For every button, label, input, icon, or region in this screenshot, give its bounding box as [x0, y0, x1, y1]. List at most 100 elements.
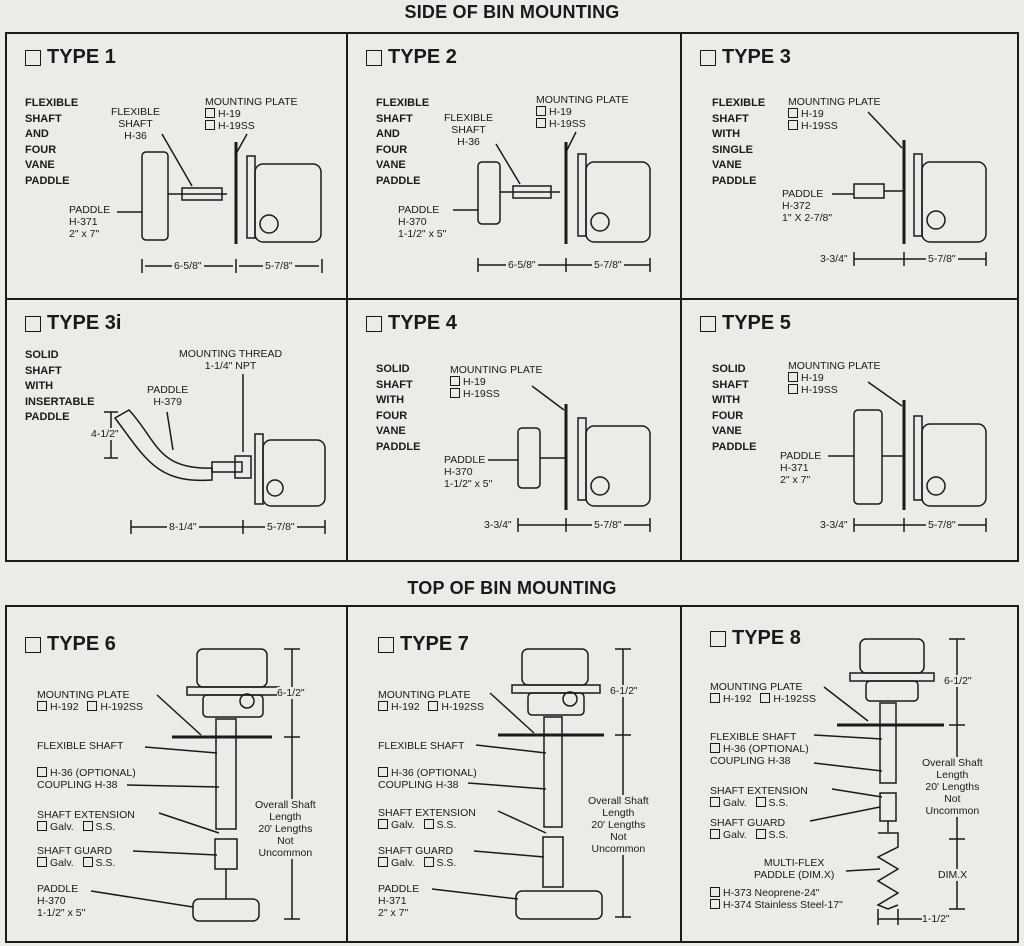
option-label: H-36 (OPTIONAL) — [391, 767, 477, 779]
paddle-options: H-373 Neoprene-24" H-374 Stainless Steel… — [710, 887, 843, 911]
option-checkbox[interactable] — [755, 829, 766, 839]
option-checkbox[interactable] — [788, 372, 798, 382]
switch-flange — [577, 417, 587, 501]
dim-right: 5-7/8" — [592, 259, 624, 271]
option-checkbox[interactable] — [87, 701, 98, 711]
label-line: H-379 — [153, 396, 182, 408]
plate-option: H-19SS — [450, 388, 543, 400]
option-checkbox[interactable] — [536, 118, 546, 128]
type3i-checkbox[interactable] — [25, 315, 41, 332]
plate-label: MOUNTING PLATE H-19 H-19SS — [788, 96, 881, 132]
label-line: H-372 — [782, 200, 811, 212]
option-checkbox[interactable] — [37, 701, 47, 711]
type5-checkbox[interactable] — [700, 315, 716, 332]
option-checkbox[interactable] — [378, 701, 388, 711]
type1-checkbox[interactable] — [25, 49, 41, 66]
option-checkbox[interactable] — [205, 120, 215, 130]
option-row: H-36 (OPTIONAL) — [378, 767, 477, 779]
ext-options: Galv. S.S. — [37, 821, 135, 833]
type3-checkbox[interactable] — [700, 49, 716, 66]
option-label: Galv. — [723, 797, 747, 809]
type6-checkbox[interactable] — [25, 636, 41, 653]
option-checkbox[interactable] — [710, 887, 720, 897]
option-checkbox[interactable] — [450, 376, 460, 386]
type2-checkbox[interactable] — [366, 49, 382, 66]
flex-shaft — [543, 716, 563, 828]
conduit-hub — [562, 691, 578, 707]
option-checkbox[interactable] — [755, 797, 766, 807]
type7-checkbox[interactable] — [378, 636, 394, 653]
option-checkbox[interactable] — [82, 821, 93, 831]
shaft-guard — [214, 838, 238, 870]
option-checkbox[interactable] — [205, 108, 215, 118]
type4-drawing — [488, 385, 651, 532]
switch-flange — [246, 155, 256, 239]
type3-heading: TYPE 3 — [700, 46, 791, 69]
conduit-hub — [926, 476, 946, 496]
desc-line: WITH — [25, 380, 54, 392]
option-checkbox[interactable] — [428, 701, 439, 711]
option-checkbox[interactable] — [710, 743, 720, 753]
plate-option: H-19SS — [788, 384, 881, 396]
type7-drawing — [431, 648, 631, 920]
note-line: 20' Lengths — [258, 823, 313, 835]
label-line: SHAFT — [451, 124, 486, 136]
label-line: H-371 — [780, 462, 809, 474]
option-label: H-192 — [391, 701, 420, 713]
option-checkbox[interactable] — [710, 797, 720, 807]
type8-checkbox[interactable] — [710, 630, 726, 647]
option-checkbox[interactable] — [760, 693, 771, 703]
type4-checkbox[interactable] — [366, 315, 382, 332]
option-checkbox[interactable] — [378, 857, 388, 867]
option-checkbox[interactable] — [536, 106, 546, 116]
option-checkbox[interactable] — [788, 384, 798, 394]
dim-right: 5-7/8" — [926, 519, 958, 531]
option-checkbox[interactable] — [378, 819, 388, 829]
option-checkbox[interactable] — [450, 388, 460, 398]
desc-line: FOUR — [376, 143, 408, 156]
option-row: H-373 Neoprene-24" — [710, 887, 843, 899]
note-line: Uncommon — [258, 847, 313, 859]
conduit-hub — [926, 210, 946, 230]
side-mounting-title: SIDE OF BIN MOUNTING — [404, 2, 620, 22]
option-checkbox[interactable] — [37, 767, 47, 777]
note-line: Not — [610, 831, 627, 843]
option-checkbox[interactable] — [788, 108, 798, 118]
desc-line: VANE — [712, 159, 742, 171]
desc-line: WITH — [712, 394, 741, 406]
flex-shaft-label: FLEXIBLE SHAFT — [37, 740, 124, 752]
option-checkbox[interactable] — [710, 693, 720, 703]
option-checkbox[interactable] — [37, 821, 47, 831]
option-checkbox[interactable] — [378, 767, 388, 777]
option-label: H-192 — [50, 701, 79, 713]
plate-option: H-19 — [788, 372, 881, 384]
label-line: PADDLE — [398, 204, 440, 216]
paddle-shape — [477, 161, 501, 225]
option-label: Galv. — [391, 857, 415, 869]
option-checkbox[interactable] — [423, 819, 434, 829]
plate-option: H-19 — [536, 106, 629, 118]
switch-body — [521, 648, 589, 686]
option-checkbox[interactable] — [423, 857, 434, 867]
option-label: H-19SS — [549, 118, 586, 130]
desc-line: WITH — [376, 394, 405, 406]
option-checkbox[interactable] — [788, 120, 798, 130]
option-checkbox[interactable] — [710, 899, 720, 909]
switch-flange — [913, 153, 923, 237]
coupling-label: COUPLING H-38 — [710, 755, 791, 767]
option-checkbox[interactable] — [37, 857, 47, 867]
desc-line: SHAFT — [712, 378, 749, 391]
desc-line: SOLID — [25, 349, 59, 361]
ext-options: Galv. S.S. — [378, 819, 476, 831]
label-line: 1" X 2-7/8" — [782, 212, 833, 224]
option-checkbox[interactable] — [710, 829, 720, 839]
option-label: H-19SS — [801, 120, 838, 132]
plate-options: H-192 H-192SS — [37, 701, 143, 713]
option-checkbox[interactable] — [82, 857, 93, 867]
